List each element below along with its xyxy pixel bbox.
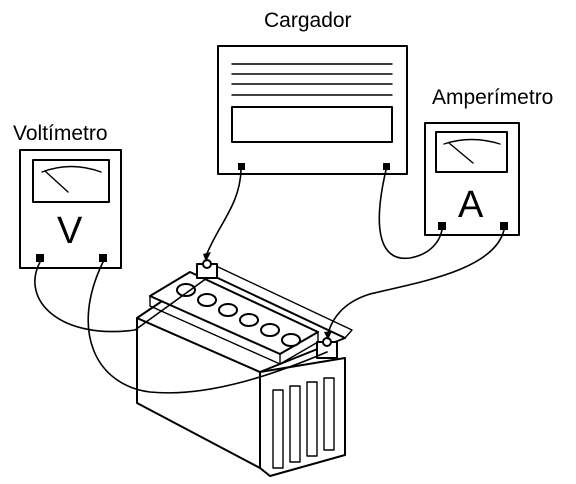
- cell-cap: [281, 333, 301, 347]
- ammeter: A: [424, 122, 520, 236]
- cell-cap: [176, 283, 196, 297]
- wire-charger-to-ammeter: [378, 169, 443, 260]
- voltmeter-label: Voltímetro: [13, 122, 108, 145]
- ammeter-body: [424, 122, 520, 236]
- battery-rib: [272, 389, 284, 469]
- ammeter-dial: [435, 131, 508, 173]
- ammeter-label: Amperímetro: [432, 86, 553, 109]
- arrow-head: [203, 252, 211, 262]
- voltmeter: V: [19, 149, 122, 269]
- charger-display-panel: [231, 106, 393, 143]
- charger: [217, 45, 408, 175]
- wire-voltmeter-right: [87, 261, 328, 394]
- battery-terminal-left: [196, 259, 218, 279]
- ammeter-needle: [448, 142, 474, 164]
- battery-rib: [289, 385, 301, 463]
- voltmeter-body: [19, 149, 122, 269]
- arrow-head: [324, 331, 332, 340]
- battery-rib: [306, 381, 318, 457]
- battery-rib: [323, 377, 335, 451]
- voltmeter-symbol: V: [57, 210, 83, 252]
- cell-cap: [239, 313, 259, 327]
- charger-terminal-negative: [238, 163, 245, 170]
- terminal-post: [322, 337, 332, 347]
- voltmeter-terminal-left: [36, 254, 44, 262]
- charger-terminal-positive: [383, 163, 390, 170]
- battery-cap-strip-edge: [149, 295, 281, 365]
- wire-voltmeter-left: [34, 261, 208, 333]
- battery: [136, 259, 353, 477]
- charger-body: [217, 45, 408, 175]
- wire-ammeter-to-right-terminal: [327, 229, 505, 335]
- wire-charger-to-left-terminal: [205, 169, 242, 257]
- cell-cap: [197, 293, 217, 307]
- cell-cap: [218, 303, 238, 317]
- charger-label: Cargador: [264, 9, 352, 32]
- voltmeter-terminal-right: [99, 254, 107, 262]
- ammeter-symbol: A: [458, 184, 484, 226]
- ammeter-scale-arc: [443, 138, 501, 145]
- voltmeter-needle: [44, 170, 69, 193]
- terminal-post: [202, 259, 212, 269]
- ammeter-terminal-left: [438, 222, 446, 230]
- voltmeter-dial: [32, 159, 110, 203]
- cell-cap: [260, 323, 280, 337]
- voltmeter-scale-arc: [41, 165, 102, 173]
- ammeter-terminal-right: [500, 222, 508, 230]
